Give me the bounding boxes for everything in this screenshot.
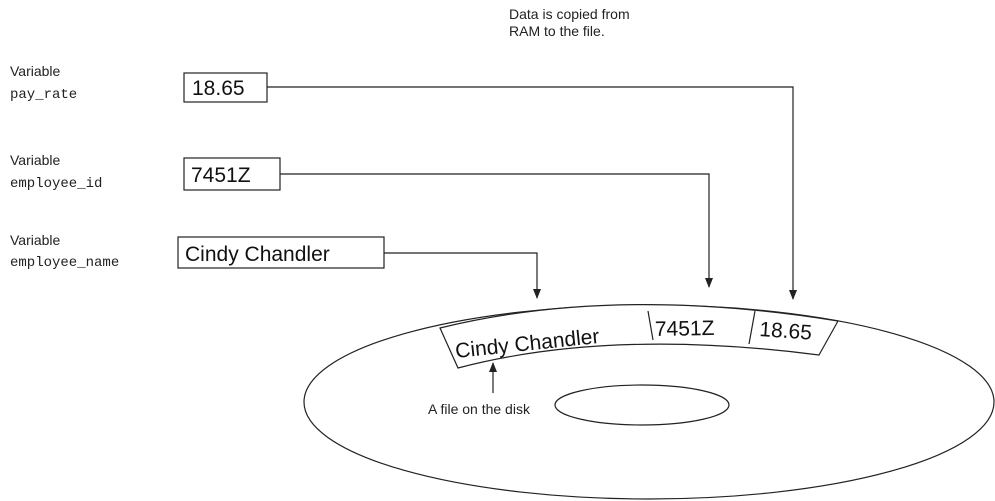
copy-note-line-2: RAM to the file. <box>509 23 605 39</box>
record-field-id: 7451Z <box>655 317 715 341</box>
variable-name: pay_rate <box>10 87 77 103</box>
variable-name: employee_name <box>10 255 119 271</box>
file-label: A file on the disk <box>428 401 531 417</box>
employee-name-copy-arrow <box>384 253 537 298</box>
variable-caption: Variable <box>10 152 61 168</box>
variable-value: 18.65 <box>192 77 245 100</box>
variable-employee-id: Variable employee_id 7451Z <box>10 152 280 192</box>
variable-employee-name: Variable employee_name Cindy Chandler <box>10 232 384 271</box>
variable-name: employee_id <box>10 176 102 192</box>
variable-pay-rate: Variable pay_rate 18.65 <box>10 63 267 103</box>
record-field-rate: 18.65 <box>759 318 813 345</box>
disk-hole-ellipse <box>555 385 729 425</box>
copy-note: Data is copied from RAM to the file. <box>509 6 634 39</box>
variable-value: Cindy Chandler <box>185 243 330 266</box>
variable-caption: Variable <box>10 232 61 248</box>
variable-value: 7451Z <box>191 164 251 187</box>
variable-caption: Variable <box>10 63 61 79</box>
copy-note-line-1: Data is copied from <box>509 6 630 22</box>
employee-id-copy-arrow <box>280 174 709 287</box>
